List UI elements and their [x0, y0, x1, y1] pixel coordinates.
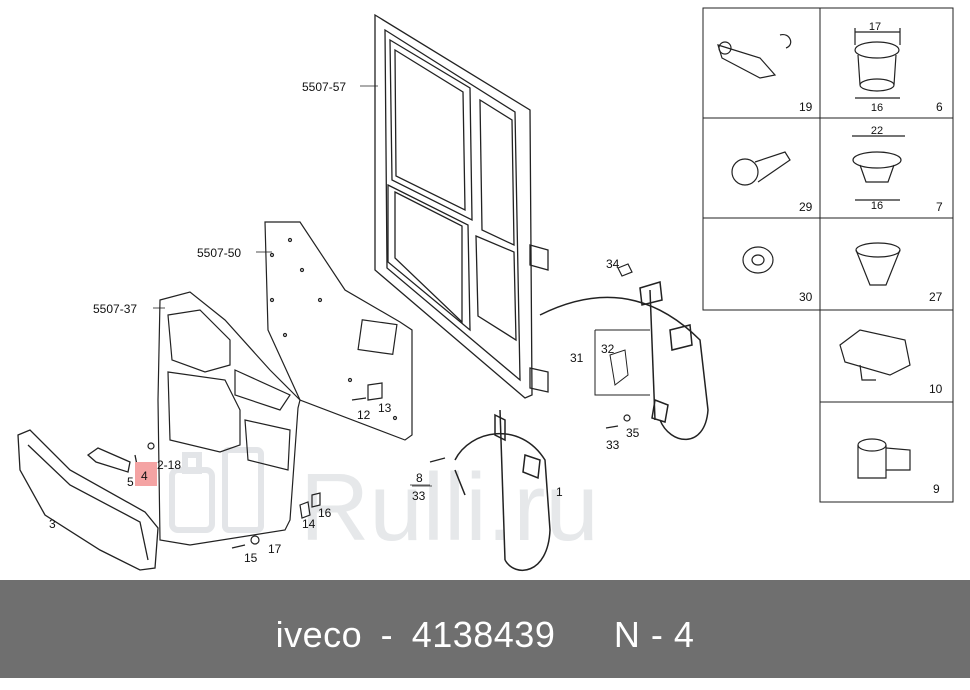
label-part-33: 33	[412, 489, 426, 503]
label-part-17: 17	[268, 542, 282, 556]
door-inner-panel	[264, 221, 413, 441]
label-door-panel: 5507-50	[197, 246, 241, 260]
watermark: Rulli.ru	[300, 454, 599, 561]
label-part-5: 5	[127, 475, 134, 489]
inset-label-6: 6	[936, 100, 943, 114]
footer-separator: -	[380, 614, 394, 655]
inset-part-29	[731, 151, 791, 186]
label-part-14: 14	[302, 517, 316, 531]
window-regulator-part-1	[454, 409, 551, 571]
inset-7-bottom-dim: 16	[871, 200, 883, 212]
bracket-32-group	[594, 329, 650, 396]
inset-label-10: 10	[929, 382, 943, 396]
label-part-15: 15	[244, 551, 258, 565]
label-part-12: 12	[357, 408, 371, 422]
label-part-13: 13	[378, 401, 392, 415]
label-part-2-18: 2-18	[157, 458, 181, 472]
inset-part-6	[854, 28, 901, 99]
inset-part-10	[839, 329, 911, 381]
inset-part-7	[852, 135, 905, 201]
label-part-33-b: 33	[606, 438, 620, 452]
inset-label-7: 7	[936, 200, 943, 214]
door-trim-panel	[157, 291, 301, 546]
footer-brand: iveco	[275, 614, 363, 655]
window-regulator-part-31	[539, 281, 709, 441]
inset-6-bottom-dim: 16	[871, 102, 883, 114]
footer-reference: N - 4	[613, 614, 695, 655]
label-part-35: 35	[626, 426, 640, 440]
fasteners	[147, 263, 633, 549]
label-part-32: 32	[601, 342, 615, 356]
footer-text: iveco - 4138439 N - 4	[0, 580, 970, 678]
label-part-4: 4	[141, 469, 148, 483]
footer-bar: iveco - 4138439 N - 4	[0, 580, 970, 678]
inset-6-top-dim: 17	[869, 21, 881, 33]
label-part-1: 1	[556, 485, 563, 499]
label-part-8: 8	[416, 471, 423, 485]
watermark-bottle-icon	[169, 447, 264, 533]
label-part-34: 34	[606, 257, 620, 271]
footer-part-number: 4138439	[411, 614, 556, 655]
door-frame	[374, 13, 549, 399]
armrest-part-3	[17, 429, 159, 571]
label-door-frame: 5507-57	[302, 80, 346, 94]
label-part-16: 16	[318, 506, 332, 520]
inset-part-9	[857, 438, 911, 479]
inset-label-19: 19	[799, 100, 813, 114]
inset-part-27	[855, 242, 901, 286]
highlight-part-4	[135, 462, 157, 486]
label-trim-panel: 5507-37	[93, 302, 137, 316]
inset-part-30	[742, 246, 774, 274]
inset-part-19	[717, 33, 792, 79]
parts-diagram: Rulli.ru	[17, 7, 954, 571]
inset-label-9: 9	[933, 482, 940, 496]
inset-label-30: 30	[799, 290, 813, 304]
inset-label-29: 29	[799, 200, 813, 214]
inset-label-27: 27	[929, 290, 943, 304]
label-part-31: 31	[570, 351, 584, 365]
inset-7-top-dim: 22	[871, 125, 883, 137]
leader-lines	[153, 85, 430, 486]
inset-grid	[702, 7, 954, 503]
label-part-3: 3	[49, 517, 56, 531]
